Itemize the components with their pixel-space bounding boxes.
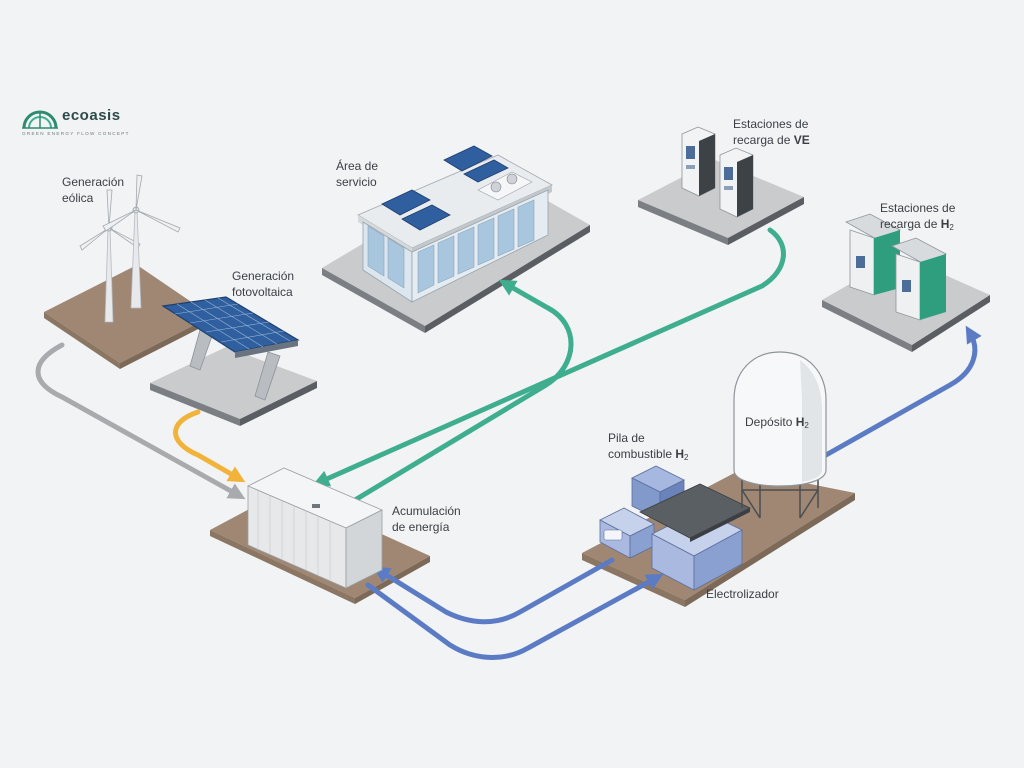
fuelcell-to-storage-flow bbox=[372, 557, 615, 625]
label-wind-line2: eólica bbox=[62, 191, 94, 205]
label-storage: Acumulación de energía bbox=[392, 503, 461, 535]
label-fuel-cell: Pila de combustible H2 bbox=[608, 430, 689, 466]
brand-name: ecoasis bbox=[62, 107, 121, 124]
label-h2-stations-line2: recarga de bbox=[880, 217, 941, 231]
ev-charger-icon bbox=[719, 147, 754, 218]
label-h2-tank: Depósito H2 bbox=[745, 414, 809, 434]
label-solar-line1: Generación bbox=[232, 269, 295, 283]
label-storage-line2: de energía bbox=[392, 520, 450, 534]
label-h2-stations-sub: 2 bbox=[949, 223, 954, 232]
label-ev-line1: Estaciones de bbox=[733, 117, 809, 131]
label-storage-line1: Acumulación bbox=[392, 504, 461, 518]
ecoasis-logo: ecoasis GREEN ENERGY FLOW CONCEPT bbox=[20, 100, 130, 140]
wind-turbine-icon bbox=[79, 189, 141, 323]
label-fuel-cell-line1: Pila de bbox=[608, 431, 645, 445]
label-service: Área de servicio bbox=[336, 158, 378, 190]
ev-charger-icon bbox=[681, 126, 716, 197]
label-electrolyzer-text: Electrolizador bbox=[706, 587, 779, 601]
label-solar-line2: fotovoltaica bbox=[232, 285, 293, 299]
ev-to-storage-flow bbox=[312, 227, 786, 487]
tank-to-h2-station-flow bbox=[823, 325, 982, 458]
storage-to-service-flow bbox=[352, 279, 574, 503]
label-ev-line2: recarga de bbox=[733, 133, 794, 147]
label-h2-tank-sub: 2 bbox=[804, 421, 809, 430]
label-fuel-cell-line2: combustible bbox=[608, 447, 676, 461]
storage-to-electrolyzer-flow bbox=[365, 573, 664, 660]
label-wind: Generación eólica bbox=[62, 174, 124, 206]
solar-panel-icon bbox=[161, 296, 300, 401]
solar-platform bbox=[150, 347, 317, 426]
label-wind-line1: Generación bbox=[62, 175, 125, 189]
solar-to-storage-flow bbox=[173, 409, 246, 483]
hydrogen-dispenser-icon bbox=[891, 237, 947, 321]
arc-logo-icon bbox=[22, 110, 58, 129]
label-fuel-cell-sub: 2 bbox=[684, 453, 689, 462]
hydrogen-tank-icon bbox=[733, 351, 827, 519]
wind-turbine-icon bbox=[102, 174, 181, 309]
label-electrolyzer: Electrolizador bbox=[706, 586, 779, 602]
label-ev-stations: Estaciones de recarga de VE bbox=[733, 116, 810, 148]
wind-platform bbox=[44, 265, 212, 369]
label-h2-stations-bold: H bbox=[940, 217, 950, 231]
hvac-units bbox=[477, 171, 533, 201]
label-fuel-cell-bold: H bbox=[675, 447, 685, 461]
label-service-line2: servicio bbox=[336, 175, 377, 189]
label-solar: Generación fotovoltaica bbox=[232, 268, 294, 300]
label-h2-stations-line1: Estaciones de bbox=[880, 201, 956, 215]
brand-tagline: GREEN ENERGY FLOW CONCEPT bbox=[22, 131, 130, 136]
label-h2-tank-bold: H bbox=[795, 415, 805, 429]
electrolyzer-icon bbox=[639, 483, 751, 591]
label-h2-tank-text: Depósito bbox=[745, 415, 796, 429]
service-building-icon bbox=[357, 145, 553, 303]
label-service-line1: Área de bbox=[336, 159, 379, 173]
label-h2-stations: Estaciones de recarga de H2 bbox=[880, 200, 955, 236]
label-ev-bold: VE bbox=[793, 133, 810, 147]
wind-to-storage-flow bbox=[35, 342, 246, 500]
battery-container-icon bbox=[247, 467, 383, 589]
